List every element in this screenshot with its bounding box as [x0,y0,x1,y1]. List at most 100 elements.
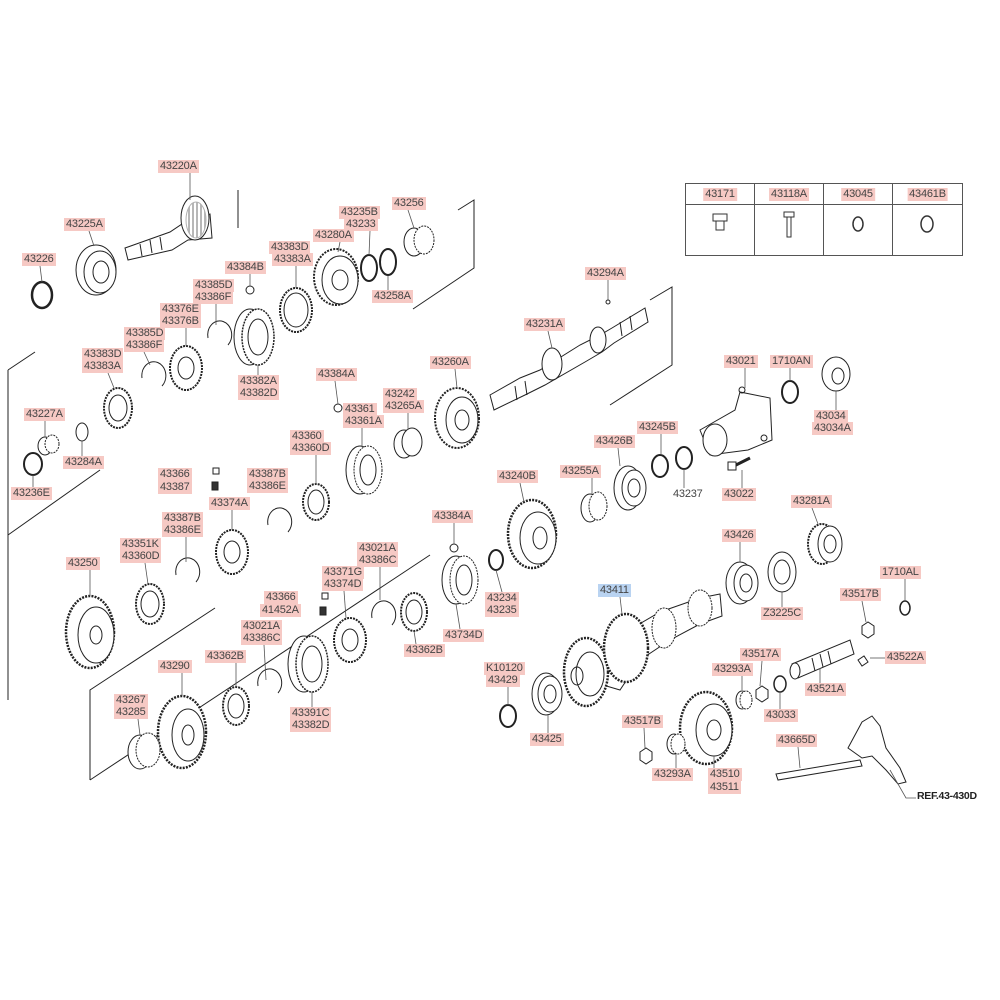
part-label-43371g[interactable]: 43371G [322,566,364,579]
part-label-43034[interactable]: 43034 [814,410,848,423]
reference-callout[interactable]: REF.43-430D [917,790,977,802]
part-label-43361[interactable]: 43361 [343,403,377,416]
part-label-43242[interactable]: 43242 [383,388,417,401]
part-label-43387b_a[interactable]: 43387B [247,468,288,481]
part-label-43383d_a[interactable]: 43383D [269,241,311,254]
part-label-43360d_b[interactable]: 43360D [120,550,162,563]
part-label-43033[interactable]: 43033 [764,709,798,722]
part-label-43281a[interactable]: 43281A [791,495,832,508]
part-label-43384a_a[interactable]: 43384A [316,368,357,381]
part-label-43361a[interactable]: 43361A [343,415,384,428]
part-label-43386c_a[interactable]: 43386C [357,554,399,567]
part-label-43391c[interactable]: 43391C [290,707,332,720]
part-label-43386e_a[interactable]: 43386E [247,480,288,493]
ring-icon [920,215,934,233]
part-label-43384a_b[interactable]: 43384A [432,510,473,523]
part-label-43245b[interactable]: 43245B [637,421,678,434]
part-label-43376b[interactable]: 43376B [160,315,201,328]
part-label-43021a_a[interactable]: 43021A [357,542,398,555]
part-label-1710an[interactable]: 1710AN [770,355,813,368]
part-label-43386e_b[interactable]: 43386E [162,524,203,537]
part-label-43293a_a[interactable]: 43293A [712,663,753,676]
part-label-43429[interactable]: 43429 [486,674,520,687]
part-label-43383d_b[interactable]: 43383D [82,348,124,361]
part-label-43510[interactable]: 43510 [708,768,742,781]
part-label-z3225c[interactable]: Z3225C [761,607,803,620]
part-label-43366_b[interactable]: 43366 [264,591,298,604]
part-label-43022[interactable]: 43022 [722,488,756,501]
part-label-41452a[interactable]: 41452A [260,604,301,617]
part-label-43240b[interactable]: 43240B [497,470,538,483]
part-label-43517a_a[interactable]: 43517A [740,648,781,661]
part-label-43256[interactable]: 43256 [392,197,426,210]
part-label-43250[interactable]: 43250 [66,557,100,570]
part-label-43374a[interactable]: 43374A [209,497,250,510]
part-label-43387b_b[interactable]: 43387B [162,512,203,525]
part-label-43387[interactable]: 43387 [158,481,192,494]
part-label-43021a_b[interactable]: 43021A [241,620,282,633]
part-label-43267[interactable]: 43267 [114,694,148,707]
part-label-43382d_a[interactable]: 43382D [238,387,280,400]
part-label-43360_a[interactable]: 43360 [290,430,324,443]
part-label-43382d_b[interactable]: 43382D [290,719,332,732]
part-label-43284a[interactable]: 43284A [63,456,104,469]
part-label-43384b[interactable]: 43384B [225,261,266,274]
part-label-43227a[interactable]: 43227A [24,408,65,421]
part-label-43374d[interactable]: 43374D [322,578,364,591]
part-label-k10120[interactable]: K10120 [484,662,525,675]
part-label-43235[interactable]: 43235 [485,604,519,617]
part-label-43385d_b[interactable]: 43385D [124,327,166,340]
part-label-43265a[interactable]: 43265A [383,400,424,413]
part-label-43034a[interactable]: 43034A [812,422,853,435]
part-label-43235b[interactable]: 43235B [339,206,380,219]
part-label-43260a[interactable]: 43260A [430,356,471,369]
sleeve-43382A [233,308,275,366]
part-label-43360d_a[interactable]: 43360D [290,442,332,455]
legend-part-label[interactable]: 43045 [841,188,875,201]
part-label-43226[interactable]: 43226 [22,253,56,266]
part-label-43386f_b[interactable]: 43386F [124,339,165,352]
part-label-43021_a[interactable]: 43021 [724,355,758,368]
part-label-43383a_a[interactable]: 43383A [272,253,313,266]
part-label-43426b[interactable]: 43426B [594,435,635,448]
part-label-43521a[interactable]: 43521A [805,683,846,696]
part-label-43517b_b[interactable]: 43517B [622,715,663,728]
part-label-43231a[interactable]: 43231A [524,318,565,331]
part-label-43522a[interactable]: 43522A [885,651,926,664]
part-label-1710al[interactable]: 1710AL [880,566,921,579]
part-label-43220a[interactable]: 43220A [158,160,199,173]
part-label-43255a[interactable]: 43255A [560,465,601,478]
legend-part-label[interactable]: 43118A [769,188,809,201]
part-label-43285[interactable]: 43285 [114,706,148,719]
part-label-43280a[interactable]: 43280A [313,229,354,242]
legend-part-label[interactable]: 43461B [907,188,948,201]
legend-part-label[interactable]: 43171 [703,188,737,201]
part-label-43385d_a[interactable]: 43385D [193,279,235,292]
part-label-43426[interactable]: 43426 [722,529,756,542]
part-label-43237[interactable]: 43237 [673,488,703,500]
part-label-43294a[interactable]: 43294A [585,267,626,280]
part-label-43425[interactable]: 43425 [530,733,564,746]
part-label-43734d[interactable]: 43734D [443,629,485,642]
part-label-43386f_a[interactable]: 43386F [193,291,234,304]
part-label-43351k[interactable]: 43351K [120,538,161,551]
gear-43250 [64,594,116,670]
part-label-43411[interactable]: 43411 [598,584,631,597]
part-label-43511[interactable]: 43511 [708,781,741,794]
part-label-43236e[interactable]: 43236E [11,487,52,500]
part-label-43382a[interactable]: 43382A [238,375,279,388]
part-label-43376e[interactable]: 43376E [160,303,201,316]
part-label-43233[interactable]: 43233 [344,218,378,231]
part-label-43290[interactable]: 43290 [158,660,192,673]
part-label-43362b_b[interactable]: 43362B [205,650,246,663]
part-label-43665d[interactable]: 43665D [776,734,818,747]
part-label-43386c_b[interactable]: 43386C [241,632,283,645]
part-label-43225a[interactable]: 43225A [64,218,105,231]
part-label-43517b_a[interactable]: 43517B [840,588,881,601]
part-label-43234[interactable]: 43234 [485,592,519,605]
part-label-43362b_a[interactable]: 43362B [404,644,445,657]
part-label-43293a_b[interactable]: 43293A [652,768,693,781]
part-label-43258a[interactable]: 43258A [372,290,413,303]
part-label-43383a_b[interactable]: 43383A [82,360,123,373]
part-label-43366_a[interactable]: 43366 [158,468,192,481]
